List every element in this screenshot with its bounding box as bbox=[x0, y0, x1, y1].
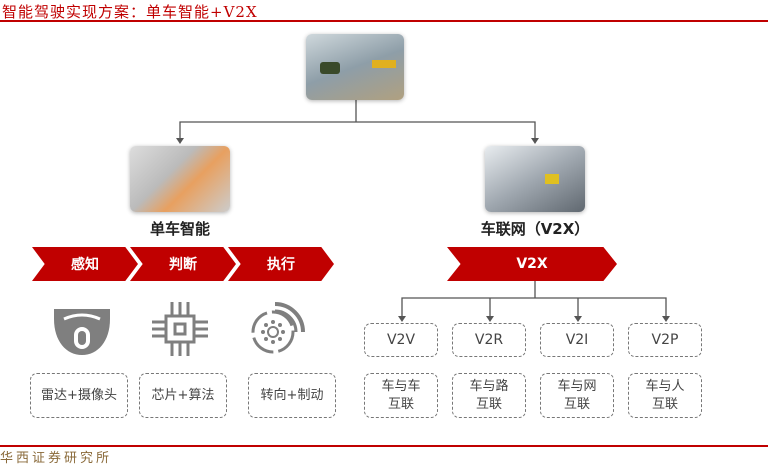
v2x-desc-v2v: 车与车 互联 bbox=[364, 373, 438, 418]
v2x-code-v2i: V2I bbox=[540, 323, 614, 357]
v2x-image bbox=[485, 146, 585, 212]
bottom-divider bbox=[0, 445, 768, 447]
chip-icon bbox=[152, 302, 208, 356]
v2x-code-v2p: V2P bbox=[628, 323, 702, 357]
smart-city-image bbox=[306, 34, 404, 100]
single-vehicle-image bbox=[130, 146, 230, 212]
step-execution: 执行 bbox=[228, 247, 334, 281]
component-box-judgment: 芯片+算法 bbox=[139, 373, 227, 418]
branch-label-single-vehicle: 单车智能 bbox=[149, 220, 210, 238]
page-title: 智能驾驶实现方案：单车智能+V2X bbox=[2, 3, 258, 21]
v2x-code-v2v: V2V bbox=[364, 323, 438, 357]
v2x-desc-v2i: 车与网 互联 bbox=[540, 373, 614, 418]
branch-label-v2x: 车联网（V2X） bbox=[480, 220, 590, 238]
component-box-perception: 雷达+摄像头 bbox=[30, 373, 128, 418]
v2x-banner: V2X bbox=[447, 247, 617, 281]
v2x-code-v2r: V2R bbox=[452, 323, 526, 357]
v2x-desc-v2r: 车与路 互联 bbox=[452, 373, 526, 418]
step-judgment: 判断 bbox=[130, 247, 236, 281]
step-perception: 感知 bbox=[32, 247, 138, 281]
v2x-desc-v2p: 车与人 互联 bbox=[628, 373, 702, 418]
top-divider bbox=[0, 20, 768, 22]
brake-icon bbox=[251, 302, 305, 354]
component-box-execution: 转向+制动 bbox=[248, 373, 336, 418]
camera-icon bbox=[54, 309, 110, 355]
